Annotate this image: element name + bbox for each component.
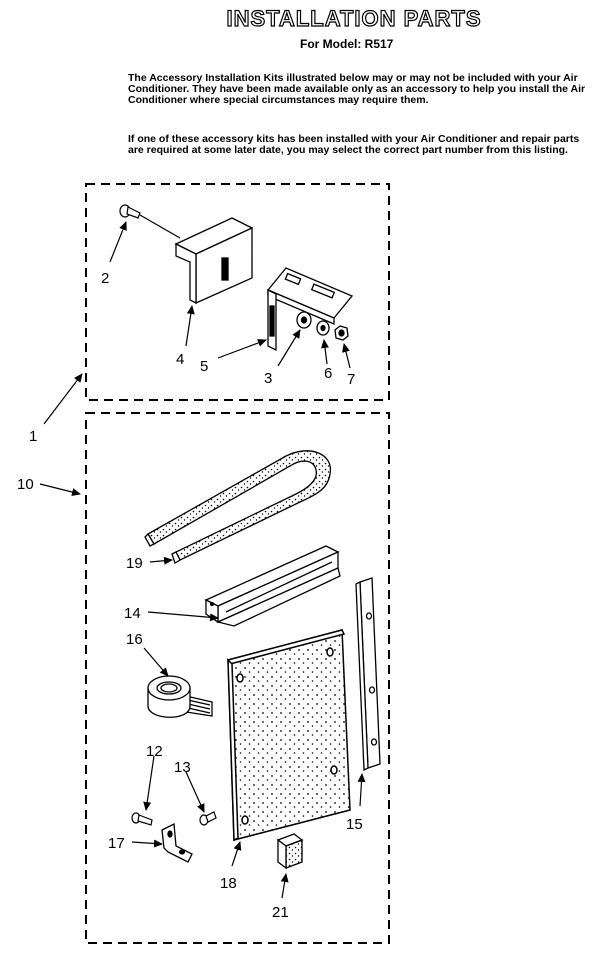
callout-16: 16: [126, 631, 143, 648]
callout-21: 21: [272, 904, 289, 921]
tape-roll-part-16: [147, 675, 213, 718]
callout-14: 14: [124, 605, 141, 622]
foam-seal-part-19: [144, 450, 331, 564]
callout-4: 4: [176, 351, 184, 368]
callout-2: 2: [101, 270, 109, 287]
lockwasher-part-6: [316, 320, 330, 336]
intro-paragraph-1: The Accessory Installation Kits illustra…: [128, 72, 586, 106]
panel-part-18: [226, 629, 351, 842]
callout-5: 5: [200, 358, 208, 375]
intro-paragraph-2: If one of these accessory kits has been …: [128, 133, 580, 156]
callout-19: 19: [126, 555, 143, 572]
callout-6: 6: [324, 365, 332, 382]
callout-7: 7: [347, 371, 355, 388]
callout-13: 13: [174, 759, 191, 776]
leader-arrows: [39, 221, 366, 899]
bracket-part-5: [266, 267, 354, 352]
callout-3: 3: [264, 370, 272, 387]
callout-1: 1: [29, 428, 37, 445]
screw-part-12: [131, 812, 153, 826]
washer-part-3: [296, 311, 312, 329]
nut-part-7: [334, 325, 349, 341]
kit-1-box: [85, 183, 390, 401]
kit-10-box: [85, 412, 390, 944]
callout-10: 10: [17, 476, 34, 493]
bracket-part-4: [174, 217, 254, 305]
callout-12: 12: [146, 743, 163, 760]
vertical-strip-part-15: [355, 577, 381, 772]
screw-part-2: [119, 204, 181, 239]
callout-17: 17: [108, 835, 125, 852]
foam-block-part-21: [276, 833, 304, 870]
channel-rail-part-14: [204, 545, 341, 627]
l-bracket-part-17: [161, 822, 193, 863]
model-subtitle: For Model: R517: [300, 37, 394, 51]
callout-15: 15: [346, 816, 363, 833]
screw-part-13: [199, 811, 217, 826]
callout-18: 18: [220, 875, 237, 892]
page-title: INSTALLATION PARTS: [226, 5, 482, 31]
